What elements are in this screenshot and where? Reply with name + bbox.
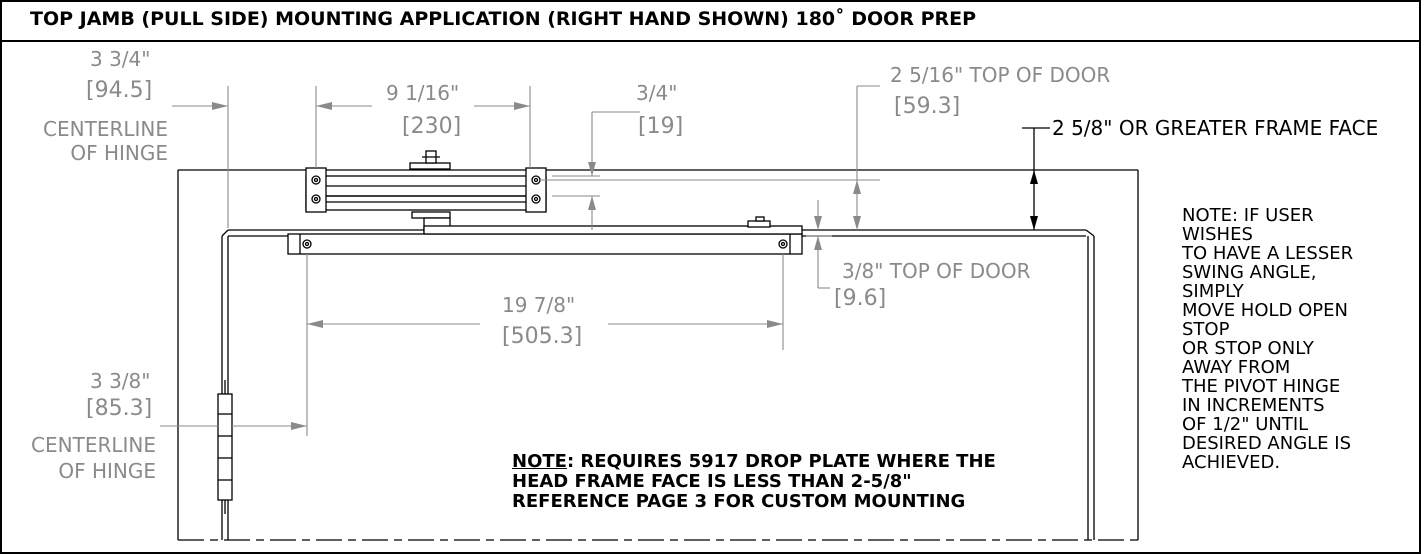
swing-angle-note: NOTE: IF USER WISHES TO HAVE A LESSER SW… (1182, 206, 1412, 472)
frame-face-dimension (1022, 127, 1050, 230)
note-line: THE PIVOT HINGE (1182, 376, 1341, 397)
hinge-top-mm: [94.5] (86, 78, 153, 103)
hinge-top-label-2: OF HINGE (70, 141, 168, 165)
top-of-door-mm: [59.3] (894, 94, 961, 119)
note-line-2: HEAD FRAME FACE IS LESS THAN 2-5/8" (512, 471, 912, 492)
hinge-side-mm: [85.3] (86, 396, 153, 421)
closer-body (305, 150, 547, 233)
note-prefix: NOTE (512, 451, 567, 472)
note-line-3: REFERENCE PAGE 3 FOR CUSTOM MOUNTING (512, 491, 966, 512)
dimension-lines (160, 85, 880, 436)
note-line: DESIRED ANGLE IS (1182, 433, 1352, 454)
note-line-1: : REQUIRES 5917 DROP PLATE WHERE THE (566, 451, 996, 472)
hinge-side-label-1: CENTERLINE (31, 433, 156, 457)
plate-offset-mm: [9.6] (834, 286, 887, 311)
hinge (217, 380, 233, 514)
note-line: SWING ANGLE, (1182, 262, 1317, 283)
arm-span-in: 19 7/8" (502, 293, 576, 317)
note-line: ACHIEVED. (1182, 452, 1281, 473)
hinge-side-in: 3 3/8" (90, 369, 151, 393)
arm-span-mm: [505.3] (502, 324, 583, 349)
hinge-side-label-2: OF HINGE (58, 459, 156, 483)
body-length-in: 9 1/16" (386, 81, 460, 105)
note-line: OF 1/2" UNTIL (1182, 414, 1309, 435)
body-offset-in: 3/4" (636, 81, 678, 105)
note-line: OR STOP ONLY (1182, 338, 1314, 359)
body-length-mm: [230] (402, 114, 462, 139)
note-line: AWAY FROM (1182, 357, 1291, 378)
page-title: TOP JAMB (PULL SIDE) MOUNTING APPLICATIO… (30, 8, 977, 30)
arm-plate (287, 216, 803, 255)
drop-plate-note: NOTE: REQUIRES 5917 DROP PLATE WHERE THE… (512, 452, 1092, 512)
frame-face-label: 2 5/8" OR GREATER FRAME FACE (1052, 116, 1379, 140)
note-line: NOTE: IF USER (1182, 205, 1314, 226)
hinge-top-in: 3 3/4" (90, 47, 151, 71)
note-line: WISHES (1182, 224, 1253, 245)
note-line: SIMPLY (1182, 281, 1244, 302)
hinge-top-label-1: CENTERLINE (43, 117, 168, 141)
top-of-door-in: 2 5/16" TOP OF DOOR (890, 63, 1111, 87)
note-line: IN INCREMENTS (1182, 395, 1325, 416)
plate-offset-in: 3/8" TOP OF DOOR (842, 259, 1031, 283)
note-line: TO HAVE A LESSER (1182, 243, 1354, 264)
note-line: STOP (1182, 319, 1230, 340)
note-line: MOVE HOLD OPEN (1182, 300, 1348, 321)
body-offset-mm: [19] (638, 114, 684, 139)
